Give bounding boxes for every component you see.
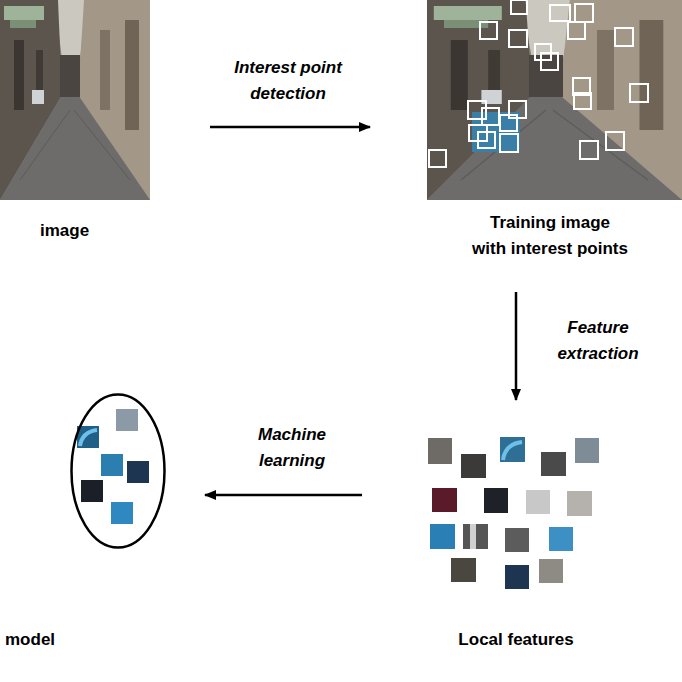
model-patch (101, 454, 123, 476)
interest-square (429, 150, 446, 167)
image-panel: Training image with interest points (427, 0, 682, 200)
feature-patch (484, 488, 508, 513)
ellipse-outline (72, 395, 165, 548)
interest-square (575, 4, 593, 22)
step-label: Feature extraction (543, 315, 653, 367)
feature-patch (526, 490, 550, 514)
model-ellipse: model (70, 393, 166, 549)
panel-caption: model (5, 627, 75, 653)
interest-square (480, 22, 497, 39)
feature-patch (500, 437, 525, 462)
interest-square (509, 30, 527, 47)
interest-square (606, 132, 624, 150)
interest-square (478, 132, 495, 148)
model-patch (81, 480, 103, 502)
patch-stripe (470, 524, 476, 549)
interest-square (500, 134, 518, 152)
feature-patch (451, 558, 476, 582)
interest-square (568, 22, 585, 39)
model-patch (116, 409, 138, 431)
interest-square (500, 115, 517, 131)
interest-square (468, 101, 486, 119)
interest-square (511, 0, 527, 14)
step-label: Interest point detection (218, 55, 358, 107)
interest-square (615, 28, 633, 46)
street-photo (0, 0, 150, 200)
interest-points (429, 0, 648, 167)
feature-patch (432, 488, 457, 512)
flow-arrow (205, 494, 362, 497)
model-patch (111, 502, 133, 524)
feature-patch (541, 452, 566, 476)
ellipse-outline (70, 393, 166, 549)
feature-patch (505, 565, 529, 589)
model-patches (77, 409, 149, 524)
step-label: Machine learning (237, 422, 347, 474)
flow-arrow (210, 126, 370, 129)
flow-arrow (515, 292, 518, 400)
feature-patch (567, 491, 592, 516)
feature-patch (463, 524, 488, 549)
street-photo (427, 0, 682, 200)
feature-patch (575, 438, 599, 463)
feature-patch (549, 527, 573, 551)
interest-square (482, 108, 499, 125)
panel-caption: Local features (449, 627, 583, 653)
feature-patch (461, 454, 486, 478)
interest-square (574, 93, 591, 109)
feature-patch (539, 559, 563, 583)
feature-patch (428, 438, 452, 464)
interest-square (630, 84, 648, 102)
image-panel: image (0, 0, 150, 200)
patch-arc (80, 430, 97, 446)
image-panel: Local features (425, 432, 603, 600)
feature-patch (505, 528, 529, 552)
model-patch (127, 461, 149, 483)
local-feature-patches (428, 437, 599, 589)
feature-patch (430, 524, 455, 549)
model-patch (77, 426, 99, 448)
panel-caption: Training image with interest points (471, 210, 629, 262)
patch-arc (503, 442, 522, 460)
interest-square (580, 141, 598, 159)
interest-square (550, 5, 570, 21)
interest-square (541, 53, 558, 70)
panel-caption: image (40, 218, 110, 244)
